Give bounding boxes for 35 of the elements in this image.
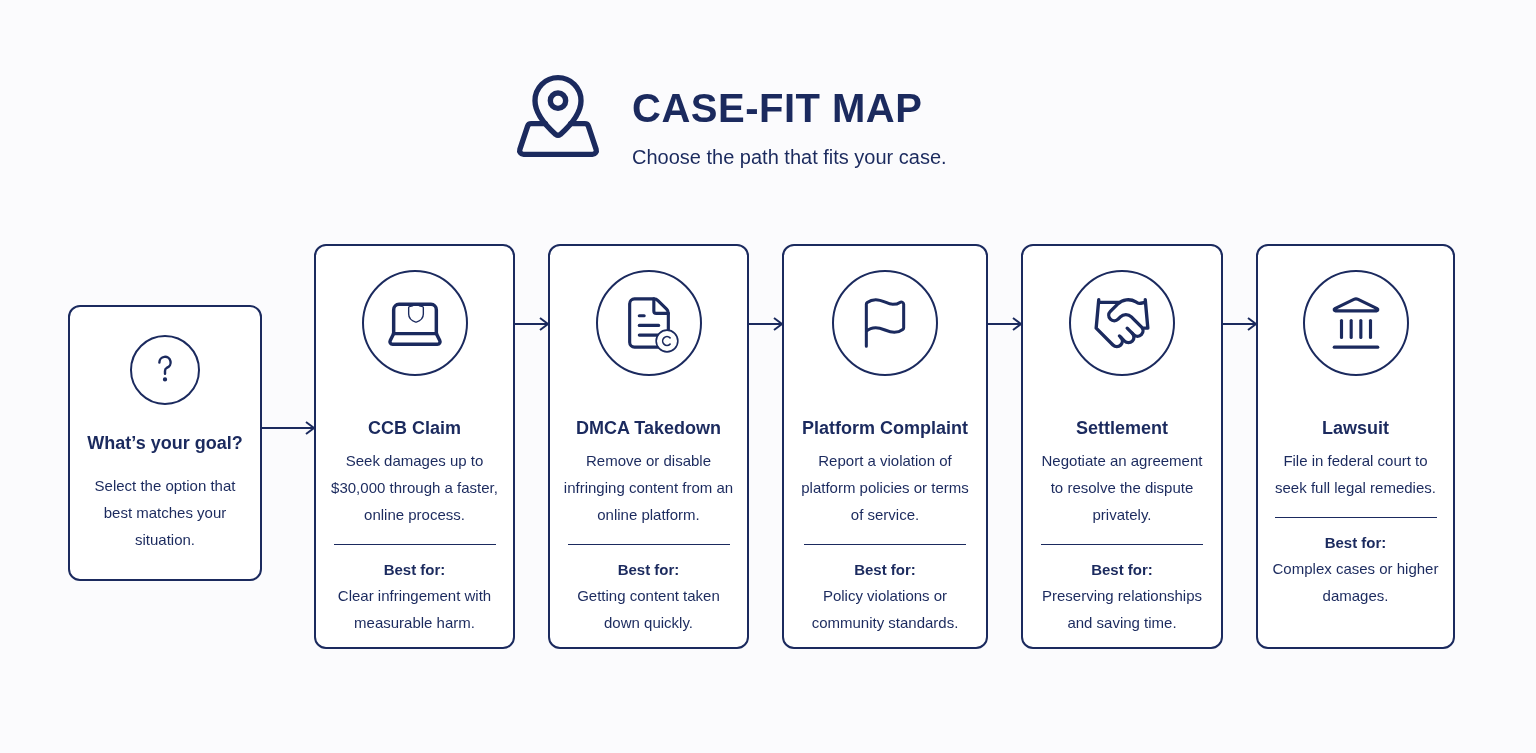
title: CASE-FIT MAP xyxy=(632,85,924,132)
best-for-text: Clear infringement with measurable harm. xyxy=(336,586,493,633)
card-description: Remove or disable infringing content from an online platform. xyxy=(562,451,735,525)
option-card xyxy=(1021,244,1223,649)
card-heading: Platform Complaint xyxy=(802,418,968,439)
best-for-text: Preserving relationships and saving time. xyxy=(1040,586,1204,633)
option-card xyxy=(548,244,749,649)
subtitle: Choose the path that fits your case. xyxy=(632,146,947,169)
best-for-text: Complex cases or higher damages. xyxy=(1271,559,1440,606)
card-heading: What’s your goal? xyxy=(87,433,243,454)
arrow xyxy=(261,421,315,435)
best-for-label: Best for: xyxy=(617,561,680,578)
best-for-label: Best for: xyxy=(854,561,916,578)
best-for-label: Best for: xyxy=(1324,534,1387,551)
card-heading: DMCA Takedown xyxy=(576,418,721,439)
best-for-label: Best for: xyxy=(383,561,446,578)
best-for-text: Getting content taken down quickly. xyxy=(576,586,721,633)
option-card xyxy=(782,244,988,649)
arrow xyxy=(1222,317,1257,331)
card-description: Report a violation of platform policies or terms of service. xyxy=(800,451,970,525)
card-description: File in federal court to seek full legal remedies. xyxy=(1274,451,1437,498)
arrow xyxy=(987,317,1022,331)
option-card xyxy=(68,305,262,581)
card-description: Negotiate an agreement to resolve the dispute privately. xyxy=(1040,451,1204,525)
best-for-text: Policy violations or community standards. xyxy=(810,586,960,633)
card-description: Seek damages up to $30,000 through a faster, online process. xyxy=(330,451,499,525)
card-heading: Lawsuit xyxy=(1322,418,1389,439)
arrow xyxy=(514,317,549,331)
card-heading: CCB Claim xyxy=(368,418,461,439)
option-card xyxy=(314,244,515,649)
card-heading: Settlement xyxy=(1076,418,1168,439)
card-description: Select the option that best matches your situation. xyxy=(93,476,237,550)
option-card xyxy=(1256,244,1455,649)
arrow xyxy=(748,317,783,331)
best-for-label: Best for: xyxy=(1091,561,1153,578)
